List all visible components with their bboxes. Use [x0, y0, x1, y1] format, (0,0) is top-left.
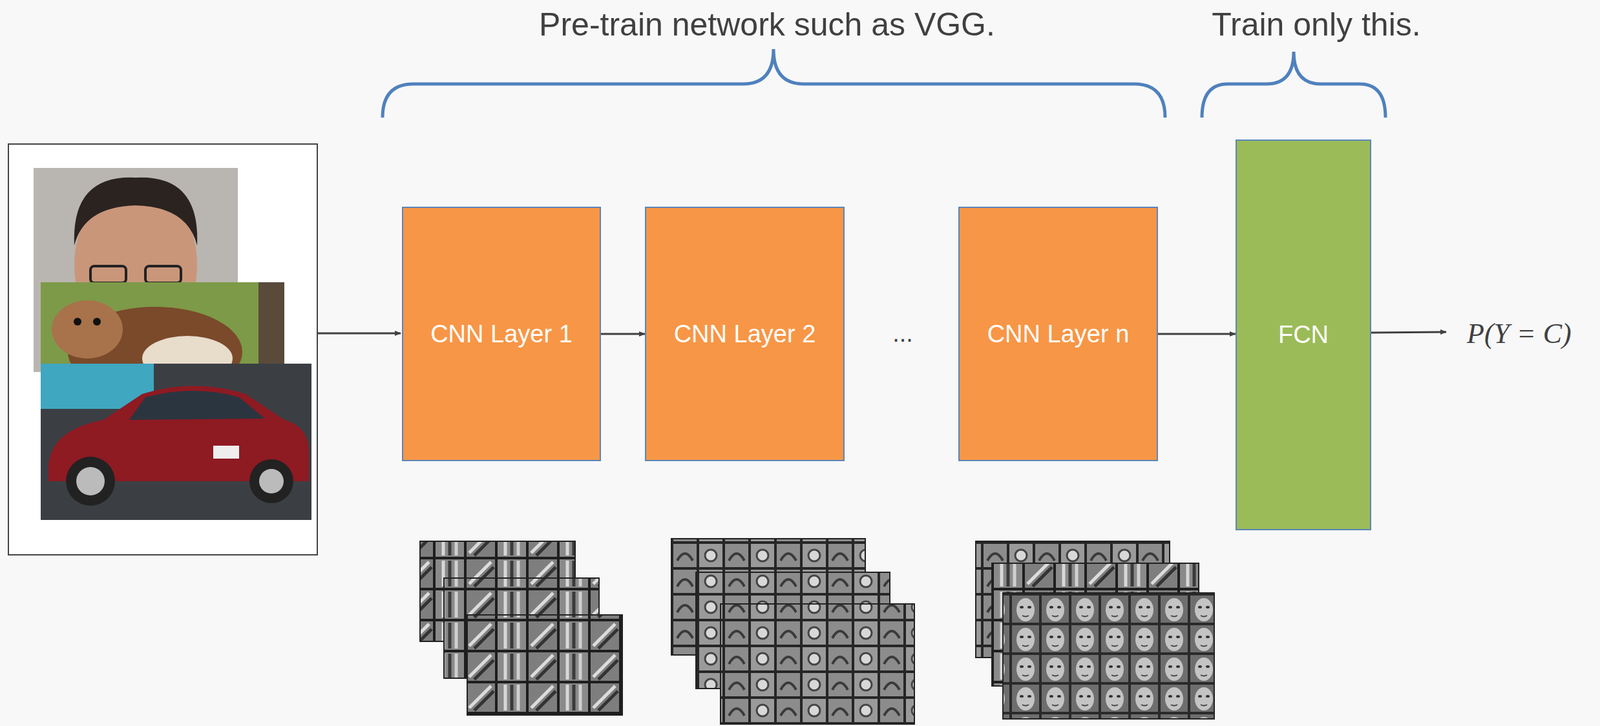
input-arrow: [317, 332, 401, 335]
wheel: [249, 459, 294, 504]
rim: [76, 467, 105, 496]
layer-name: FCN: [1278, 321, 1329, 349]
layer-box: CNN Layer n: [958, 206, 1158, 462]
animal-head: [51, 300, 123, 359]
heading-label: Train only this.: [1211, 5, 1421, 44]
feature-map: [1002, 593, 1215, 720]
layer-name: CNN Layer n: [987, 320, 1130, 349]
eye: [93, 317, 101, 326]
layer-box: CNN Layer 1: [401, 206, 601, 462]
rim: [259, 469, 284, 494]
ellipsis-label: ...: [892, 319, 914, 348]
heading-label: Pre-train network such as VGG.: [538, 5, 996, 44]
brace: [1201, 51, 1386, 118]
layer-name: CNN Layer 2: [673, 320, 817, 349]
brace: [382, 49, 1166, 118]
feature-map: [467, 615, 623, 716]
connector-arrow: [600, 333, 645, 336]
car-window: [129, 390, 265, 421]
layer-box: CNN Layer 2: [644, 206, 845, 462]
layer-name: CNN Layer 1: [430, 320, 573, 349]
eye: [73, 317, 82, 326]
output-label: P(Y = C): [1466, 317, 1572, 351]
feature-map: [720, 604, 915, 725]
car-photo: [40, 363, 312, 521]
layer-box: FCN: [1235, 139, 1372, 531]
image-frame: [8, 144, 318, 556]
hair: [74, 177, 198, 246]
connector-arrow: [1157, 333, 1236, 336]
output-arrow: [1371, 332, 1447, 333]
wheel: [65, 456, 116, 506]
glasses: [145, 266, 181, 284]
plate: [213, 445, 240, 459]
glasses: [90, 266, 127, 284]
